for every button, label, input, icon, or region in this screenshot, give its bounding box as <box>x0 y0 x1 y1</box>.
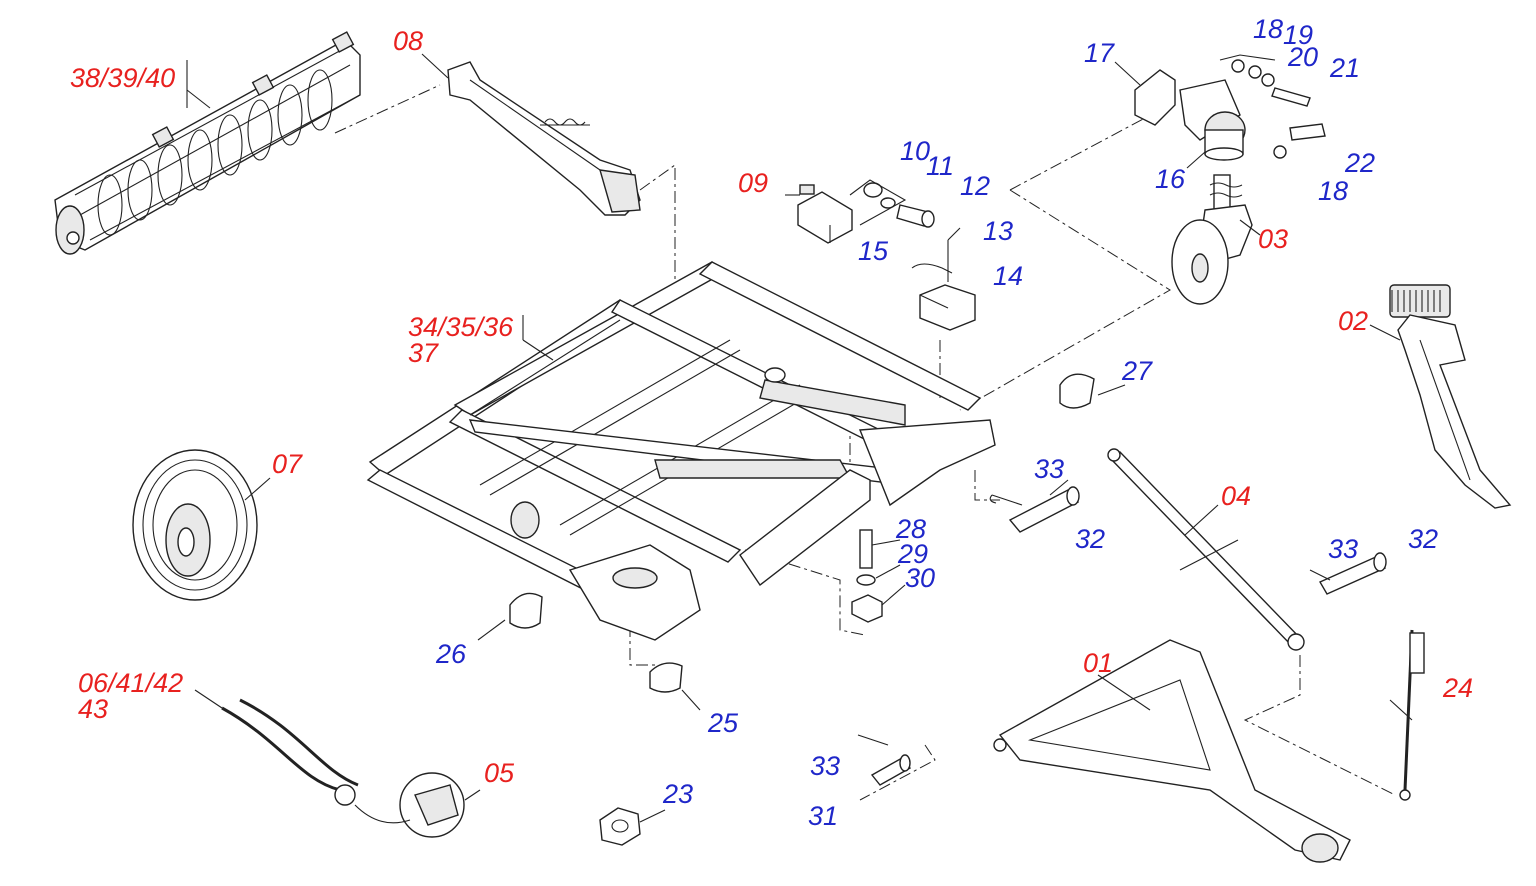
main-frame <box>366 261 996 641</box>
disc-bracket-assembly <box>1134 54 1326 161</box>
label-12: 12 <box>960 171 990 201</box>
bracket-09 <box>797 184 853 244</box>
label-17: 17 <box>1084 38 1115 68</box>
label-07: 07 <box>272 449 303 479</box>
label-33-right: 33 <box>1328 534 1358 564</box>
label-37: 37 <box>408 338 439 368</box>
nut-23 <box>599 807 641 846</box>
leader-lines <box>186 53 1413 823</box>
label-29: 29 <box>897 539 928 569</box>
label-28: 28 <box>895 514 926 544</box>
label-38-39-40: 38/39/40 <box>70 63 175 93</box>
label-30: 30 <box>905 563 935 593</box>
label-32-right: 32 <box>1408 524 1438 554</box>
assembly-guide-lines <box>334 84 1396 801</box>
tine-02 <box>1389 284 1512 509</box>
rod-24 <box>1399 629 1425 801</box>
label-21: 21 <box>1329 53 1360 83</box>
label-18-bottom: 18 <box>1318 176 1348 206</box>
label-18-top: 18 <box>1253 14 1283 44</box>
label-09: 09 <box>738 168 768 198</box>
label-43: 43 <box>78 694 108 724</box>
pins-31-33 <box>857 734 912 786</box>
label-31: 31 <box>808 801 838 831</box>
label-06-41-42: 06/41/42 <box>78 668 183 698</box>
label-14: 14 <box>993 261 1023 291</box>
pin-set-10-11-12 <box>849 179 935 228</box>
drawbar-01 <box>993 639 1351 863</box>
clamps <box>509 373 1095 693</box>
hoses-06 <box>221 698 465 838</box>
label-20: 20 <box>1287 42 1318 72</box>
disc-assembly-03 <box>1171 174 1253 305</box>
label-13: 13 <box>983 216 1013 246</box>
label-26: 26 <box>435 639 467 669</box>
roller-cage-assembly <box>54 31 361 255</box>
label-04: 04 <box>1221 481 1251 511</box>
label-22: 22 <box>1344 148 1375 178</box>
label-33-mid: 33 <box>1034 454 1064 484</box>
tine-arm-08 <box>447 61 641 216</box>
pins-32-33 <box>989 486 1387 595</box>
label-01: 01 <box>1083 648 1113 678</box>
label-10: 10 <box>900 136 930 166</box>
bolt-set-28-29-30 <box>851 529 883 623</box>
label-05: 05 <box>484 758 515 788</box>
label-15: 15 <box>858 236 889 266</box>
label-11: 11 <box>926 151 954 181</box>
wheel-07 <box>132 449 258 601</box>
label-24: 24 <box>1442 673 1473 703</box>
label-08: 08 <box>393 26 423 56</box>
shaft-04 <box>1107 448 1305 651</box>
label-33-bottom: 33 <box>810 751 840 781</box>
label-16: 16 <box>1155 164 1186 194</box>
label-32-mid: 32 <box>1075 524 1105 554</box>
label-19: 19 <box>1283 20 1313 50</box>
part-labels: 38/39/40 08 09 10 11 12 13 15 14 17 18 1… <box>70 14 1473 831</box>
label-02: 02 <box>1338 306 1368 336</box>
label-23: 23 <box>662 779 693 809</box>
pin-set-13-14-15 <box>911 227 976 331</box>
label-03: 03 <box>1258 224 1288 254</box>
label-25: 25 <box>707 708 739 738</box>
label-27: 27 <box>1121 356 1153 386</box>
label-34-35-36: 34/35/36 <box>408 312 514 342</box>
